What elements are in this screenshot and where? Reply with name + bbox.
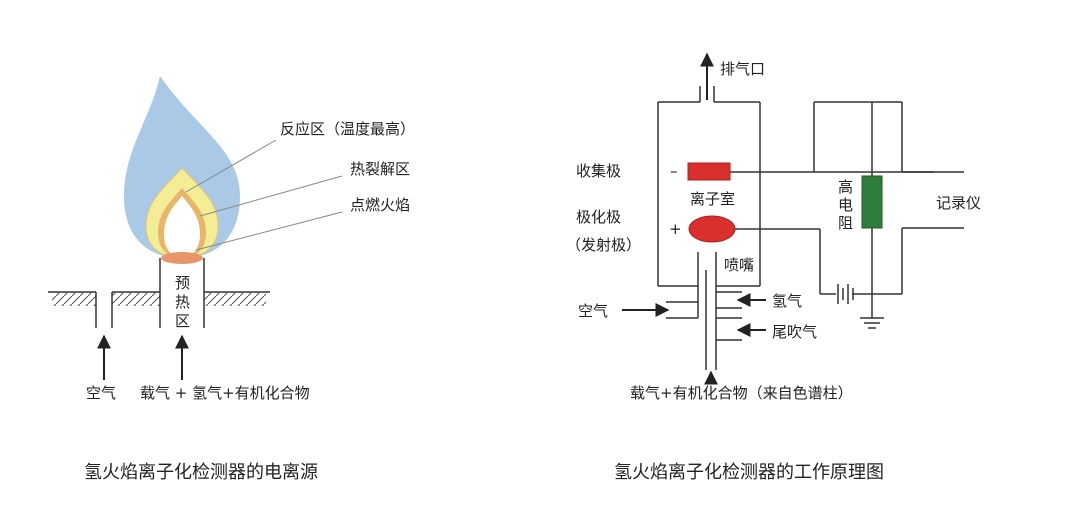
right-diagram-working-principle: 排气口	[566, 52, 981, 483]
ground-plate	[48, 291, 270, 328]
label-collector: 收集极	[576, 162, 621, 180]
label-inlet-right: 载气+有机化合物（来自色谱柱）	[630, 384, 853, 402]
label-preheat-1: 预	[175, 274, 190, 292]
leader-reaction	[185, 139, 277, 193]
label-preheat-2: 热	[175, 293, 190, 311]
label-air-right: 空气	[578, 302, 608, 320]
label-inlet-left: 载气 + 氢气+有机化合物	[140, 384, 310, 402]
label-preheat-3: 区	[175, 312, 190, 330]
label-reaction-zone: 反应区（温度最高）	[280, 120, 415, 138]
label-ignition-flame: 点燃火焰	[350, 196, 410, 214]
jet-tube	[159, 258, 205, 328]
label-emitter: （发射极）	[566, 236, 641, 254]
nozzle-tubes	[666, 252, 742, 370]
label-exhaust: 排气口	[720, 60, 765, 78]
leader-pyrolysis	[199, 175, 343, 217]
label-makeup-gas: 尾吹气	[772, 323, 817, 341]
label-polarizer: 极化极	[576, 208, 621, 226]
label-nozzle: 喷嘴	[724, 256, 754, 274]
caption-left: 氢火焰离子化检测器的电离源	[84, 462, 318, 483]
collector-electrode	[687, 162, 731, 181]
label-minus: –	[670, 162, 678, 180]
left-diagram-ionization-source: 反应区（温度最高） 热裂解区 点燃火焰 预 热 区 空气 载气 + 氢气+有机化…	[48, 76, 415, 483]
caption-right: 氢火焰离子化检测器的工作原理图	[614, 462, 884, 483]
label-pyrolysis-zone: 热裂解区	[350, 160, 410, 178]
ignition-zone	[161, 252, 203, 264]
battery-symbol	[837, 284, 854, 304]
flame-core	[164, 196, 200, 257]
label-hydrogen: 氢气	[772, 292, 802, 310]
ground-symbol	[860, 317, 884, 329]
label-ion-chamber: 离子室	[690, 190, 735, 208]
label-high-resistance-3: 阻	[838, 214, 853, 232]
high-resistance	[861, 175, 883, 229]
label-recorder: 记录仪	[936, 194, 981, 212]
label-plus: +	[669, 220, 682, 238]
polarizer-electrode	[688, 215, 736, 243]
label-air-left: 空气	[86, 384, 116, 402]
leader-ignition	[195, 211, 343, 251]
flame	[124, 76, 240, 264]
ion-chamber-box	[657, 86, 761, 287]
label-high-resistance-2: 电	[838, 196, 853, 214]
label-high-resistance-1: 高	[838, 178, 853, 196]
circuit	[800, 101, 964, 318]
